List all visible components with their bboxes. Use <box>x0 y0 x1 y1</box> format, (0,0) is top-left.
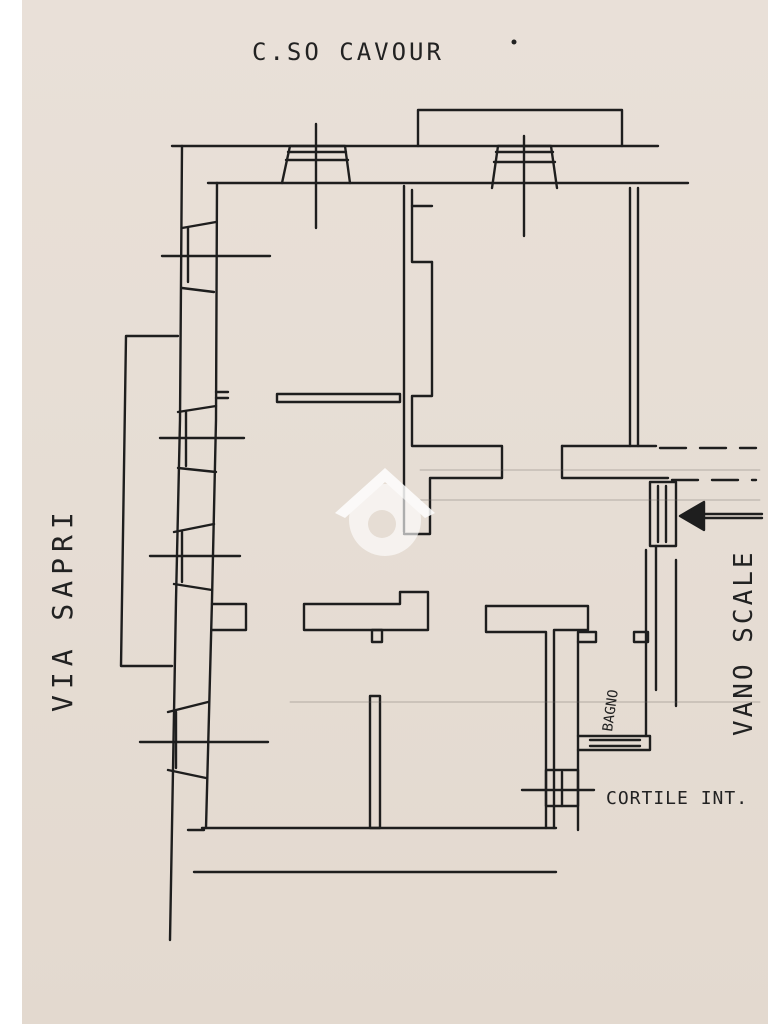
ink-dot <box>511 39 517 45</box>
lower-partition <box>368 694 382 830</box>
mid-partition-right <box>484 604 650 830</box>
left-window-4 <box>138 700 270 780</box>
arrow-left-icon <box>678 500 764 532</box>
right-walls <box>560 186 670 480</box>
left-balcony <box>119 334 180 668</box>
guide-lines <box>289 469 761 703</box>
left-window-2 <box>158 404 246 474</box>
mid-partition-left <box>302 590 430 644</box>
left-niche <box>210 390 248 632</box>
landing-dashes <box>658 446 758 482</box>
top-window-1 <box>280 122 352 230</box>
house-logo-icon <box>335 468 435 556</box>
left-street-label: VIA SAPRI <box>46 506 79 712</box>
courtyard-window <box>520 768 596 808</box>
left-window-1 <box>160 220 272 294</box>
left-facade-walls <box>168 144 219 942</box>
stair-guides <box>644 544 678 738</box>
bottom-walls <box>186 826 558 874</box>
top-window-2 <box>490 134 559 238</box>
top-facade-walls <box>170 108 690 185</box>
stair-well-label: VANO SCALE <box>729 549 759 736</box>
bathroom-label: BAGNO <box>600 689 622 733</box>
top-street-label: C.SO CAVOUR <box>252 38 444 66</box>
left-window-3 <box>148 522 242 592</box>
entrance-door <box>648 480 678 548</box>
courtyard-label: CORTILE INT. <box>606 788 748 809</box>
